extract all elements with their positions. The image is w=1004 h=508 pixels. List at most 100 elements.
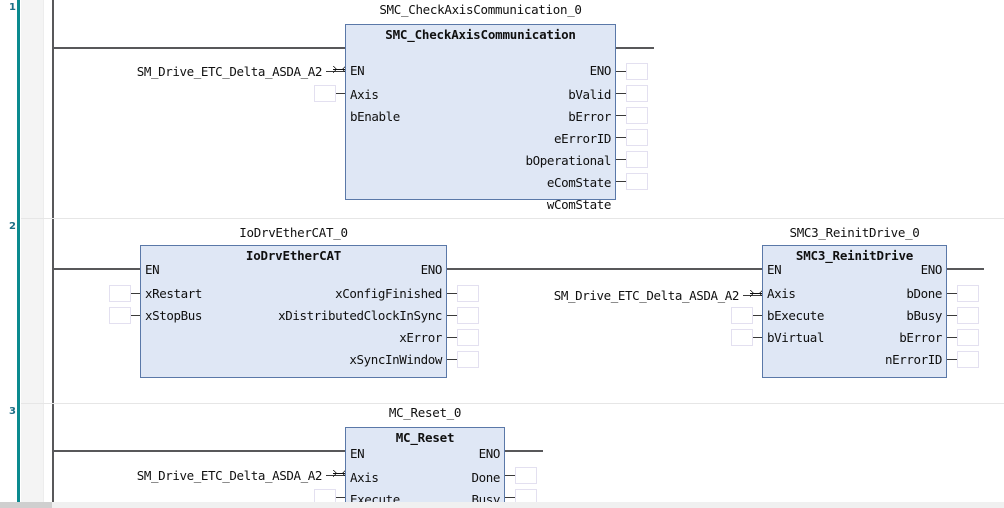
input-box-xrestart-n2[interactable]: [109, 285, 131, 302]
wire-rail-to-en-n2a[interactable]: [53, 268, 140, 270]
input-box-bexecute-n2[interactable]: [731, 307, 753, 324]
power-rail-network-1: [52, 0, 54, 218]
wire-berror-n2: [947, 337, 957, 338]
output-box-eerrorid-n1[interactable]: [626, 107, 648, 124]
block-type-name-n3-0: MC_Reset: [395, 430, 455, 445]
output-box-xsyncinwindow-n2[interactable]: [457, 351, 479, 368]
pin-bvalid-n1[interactable]: bValid: [568, 87, 611, 102]
pin-eno-n3[interactable]: ENO: [478, 446, 501, 461]
output-box-nerrorid-n2[interactable]: [957, 351, 979, 368]
pin-xrestart-n2[interactable]: xRestart: [145, 286, 203, 301]
network-gutter: [21, 0, 44, 508]
block-type-name-n2-1: SMC3_ReinitDrive: [795, 248, 914, 263]
pin-xdistributedclockinsync-n2[interactable]: xDistributedClockInSync: [278, 308, 442, 323]
pin-ecomstate-n1[interactable]: eComState: [546, 175, 612, 190]
block-type-name-n1-0: SMC_CheckAxisCommunication: [385, 27, 576, 42]
network-number-1[interactable]: 1: [9, 2, 16, 13]
inout-arrow-icon-axis-n2: [750, 288, 763, 299]
wire-xsyncinwindow-n2: [447, 359, 457, 360]
pin-boperational-n1[interactable]: bOperational: [525, 153, 611, 168]
pin-axis-n2[interactable]: Axis: [767, 286, 796, 301]
wire-xstopbus-n2: [131, 315, 141, 316]
wire-rail-to-en-n1[interactable]: [53, 47, 345, 49]
wire-eno-to-en-n2[interactable]: [447, 268, 762, 270]
wire-bvirtual-n2: [753, 337, 763, 338]
pin-en-n2b[interactable]: EN: [767, 262, 782, 277]
input-box-xstopbus-n2[interactable]: [109, 307, 131, 324]
pin-benable-n1[interactable]: bEnable: [350, 109, 400, 124]
wire-done-n3: [505, 475, 515, 476]
pin-berror-n2[interactable]: bError: [899, 330, 942, 345]
output-box-boperational-n1[interactable]: [626, 129, 648, 146]
wire-execute-n3: [336, 497, 346, 498]
pin-xstopbus-n2[interactable]: xStopBus: [145, 308, 203, 323]
instance-name-iodrvethercat[interactable]: IoDrvEtherCAT_0: [239, 225, 348, 240]
wire-eno-out-n2[interactable]: [947, 268, 984, 270]
wire-eno-out-n3[interactable]: [505, 450, 543, 452]
output-box-berror-n2[interactable]: [957, 329, 979, 346]
pin-axis-n3[interactable]: Axis: [350, 470, 379, 485]
inout-arrow-icon-axis-n3: [333, 468, 346, 479]
wire-rail-to-en-n3[interactable]: [53, 450, 345, 452]
output-box-ecomstate-n1[interactable]: [626, 151, 648, 168]
pin-xconfigfinished-n2[interactable]: xConfigFinished: [335, 286, 442, 301]
wire-bvalid-n1: [616, 71, 626, 72]
pin-eno-n2b[interactable]: ENO: [920, 262, 943, 277]
network-number-2[interactable]: 2: [9, 221, 16, 232]
pin-xsyncinwindow-n2[interactable]: xSyncInWindow: [349, 352, 442, 367]
output-box-bvalid-n1[interactable]: [626, 63, 648, 80]
wire-xdistributedclockinsync-n2: [447, 315, 457, 316]
network-number-3[interactable]: 3: [9, 406, 16, 417]
pin-wcomstate-n1[interactable]: wComState: [546, 197, 612, 212]
pin-bexecute-n2[interactable]: bExecute: [767, 308, 825, 323]
function-block-iodrvethercat[interactable]: IoDrvEtherCAT EN xRestart xStopBus ENO x…: [140, 245, 447, 378]
pin-done-n3[interactable]: Done: [471, 470, 500, 485]
instance-name-smc-checkaxiscommunication[interactable]: SMC_CheckAxisCommunication_0: [379, 2, 582, 17]
input-value-axis-n3[interactable]: SM_Drive_ETC_Delta_ASDA_A2: [136, 468, 323, 483]
output-box-berror-n1[interactable]: [626, 85, 648, 102]
input-value-axis-n1[interactable]: SM_Drive_ETC_Delta_ASDA_A2: [136, 64, 323, 79]
network-separator-1-2: [21, 218, 1004, 219]
pin-bdone-n2[interactable]: bDone: [906, 286, 942, 301]
pin-en-n2a[interactable]: EN: [145, 262, 160, 277]
wire-benable-n1: [336, 93, 346, 94]
output-box-xconfigfinished-n2[interactable]: [457, 285, 479, 302]
output-box-xdistributedclockinsync-n2[interactable]: [457, 307, 479, 324]
pin-axis-n1[interactable]: Axis: [350, 87, 379, 102]
input-value-axis-n2[interactable]: SM_Drive_ETC_Delta_ASDA_A2: [553, 288, 740, 303]
wire-ecomstate-n1: [616, 159, 626, 160]
pin-nerrorid-n2[interactable]: nErrorID: [884, 352, 942, 367]
wire-eno-out-n1[interactable]: [616, 47, 654, 49]
function-block-mc-reset[interactable]: MC_Reset EN Axis Execute ENO Done Busy: [345, 427, 505, 508]
pin-eno-n1[interactable]: ENO: [589, 63, 612, 78]
pin-eno-n2a[interactable]: ENO: [420, 262, 443, 277]
input-box-benable-n1[interactable]: [314, 85, 336, 102]
wire-boperational-n1: [616, 137, 626, 138]
wire-berror-n1: [616, 93, 626, 94]
pin-eerrorid-n1[interactable]: eErrorID: [553, 131, 611, 146]
block-type-name-n2-0: IoDrvEtherCAT: [245, 248, 342, 263]
pin-xerror-n2[interactable]: xError: [399, 330, 442, 345]
input-box-bvirtual-n2[interactable]: [731, 329, 753, 346]
function-block-smc-checkaxiscommunication[interactable]: SMC_CheckAxisCommunication EN Axis bEnab…: [345, 24, 616, 212]
power-rail-network-3: [52, 404, 54, 508]
pin-en-n3[interactable]: EN: [350, 446, 365, 461]
output-box-bbusy-n2[interactable]: [957, 307, 979, 324]
output-box-bdone-n2[interactable]: [957, 285, 979, 302]
wire-bbusy-n2: [947, 315, 957, 316]
instance-name-mc-reset[interactable]: MC_Reset_0: [388, 405, 462, 420]
pin-en-n1[interactable]: EN: [350, 63, 365, 78]
pin-bbusy-n2[interactable]: bBusy: [906, 308, 942, 323]
output-box-xerror-n2[interactable]: [457, 329, 479, 346]
output-box-done-n3[interactable]: [515, 467, 537, 484]
function-block-smc3-reinitdrive[interactable]: SMC3_ReinitDrive EN Axis bExecute bVirtu…: [762, 245, 947, 378]
pin-berror-n1[interactable]: bError: [568, 109, 611, 124]
horizontal-scrollbar-thumb[interactable]: [0, 502, 52, 508]
wire-xconfigfinished-n2: [447, 293, 457, 294]
output-box-wcomstate-n1[interactable]: [626, 173, 648, 190]
instance-name-smc3-reinitdrive[interactable]: SMC3_ReinitDrive_0: [789, 225, 920, 240]
wire-busy-n3: [505, 497, 515, 498]
pin-bvirtual-n2[interactable]: bVirtual: [767, 330, 825, 345]
horizontal-scrollbar[interactable]: [0, 502, 1004, 508]
